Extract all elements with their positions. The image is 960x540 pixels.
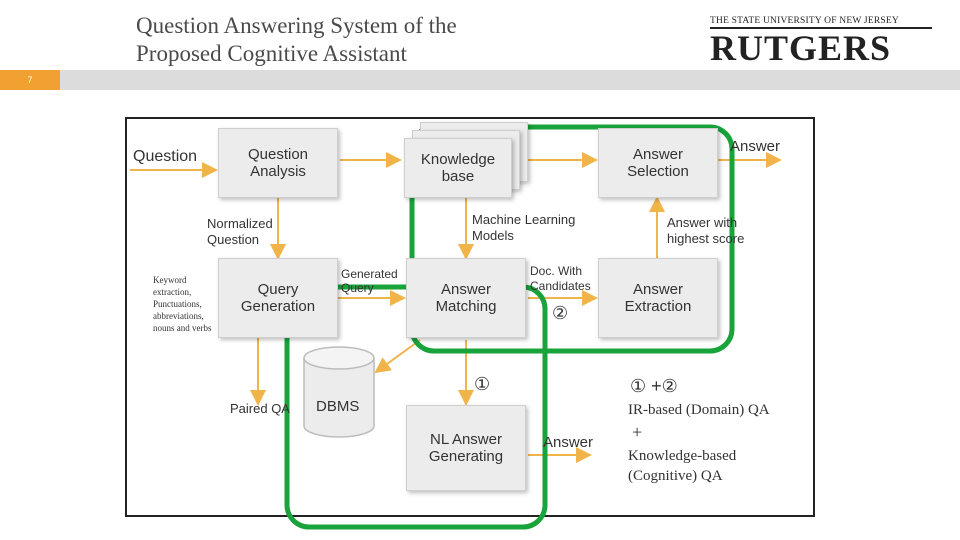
slide-number: 7 — [0, 70, 60, 90]
ml-models-label: Machine Learning Models — [472, 212, 576, 243]
normalized-question-label: Normalized Question — [207, 216, 273, 247]
answer-extraction-box: Answer Extraction — [598, 258, 718, 338]
dbms-label: DBMS — [316, 398, 360, 415]
paired-qa-label: Paired QA — [230, 401, 290, 416]
plus-sign: + — [632, 422, 643, 442]
logo-tagline: THE STATE UNIVERSITY OF NEW JERSEY — [710, 16, 932, 29]
answer-matching-box: Answer Matching — [406, 258, 526, 338]
logo-wordmark: RUTGERS — [710, 28, 892, 68]
highlight-ir-path — [409, 124, 735, 354]
ir-based-label: IR-based (Domain) QA — [628, 402, 770, 418]
knowledge-base-box: Knowledge base — [404, 138, 512, 198]
answer-output-label: Answer — [730, 138, 781, 155]
header-bar — [0, 70, 960, 90]
keyword-extraction-note: Keyword extraction, Punctuations, abbrev… — [153, 275, 212, 333]
combined-marker: ① +② — [630, 376, 678, 396]
rutgers-logo: THE STATE UNIVERSITY OF NEW JERSEY RUTGE… — [710, 16, 932, 68]
answer-highest-score-label: Answer with highest score — [667, 215, 745, 246]
question-analysis-box: Question Analysis — [218, 128, 338, 198]
knowledge-based-label: Knowledge-based (Cognitive) QA — [628, 448, 737, 484]
generated-query-label: Generated Query — [341, 267, 398, 295]
circle-two-marker: ② — [552, 303, 569, 323]
question-label: Question — [133, 148, 198, 165]
dbms-cylinder — [303, 346, 375, 438]
doc-candidates-label: Doc. With Candidates — [530, 264, 591, 293]
slide-title: Question Answering System of the Propose… — [136, 13, 457, 66]
arrow-matching-to-dbms — [374, 339, 421, 374]
nl-answer-output-label: Answer — [543, 434, 594, 451]
query-generation-box: Query Generation — [218, 258, 338, 338]
answer-selection-box: Answer Selection — [598, 128, 718, 198]
circle-one-marker: ① — [474, 374, 491, 394]
nl-answer-box: NL Answer Generating — [406, 405, 526, 491]
